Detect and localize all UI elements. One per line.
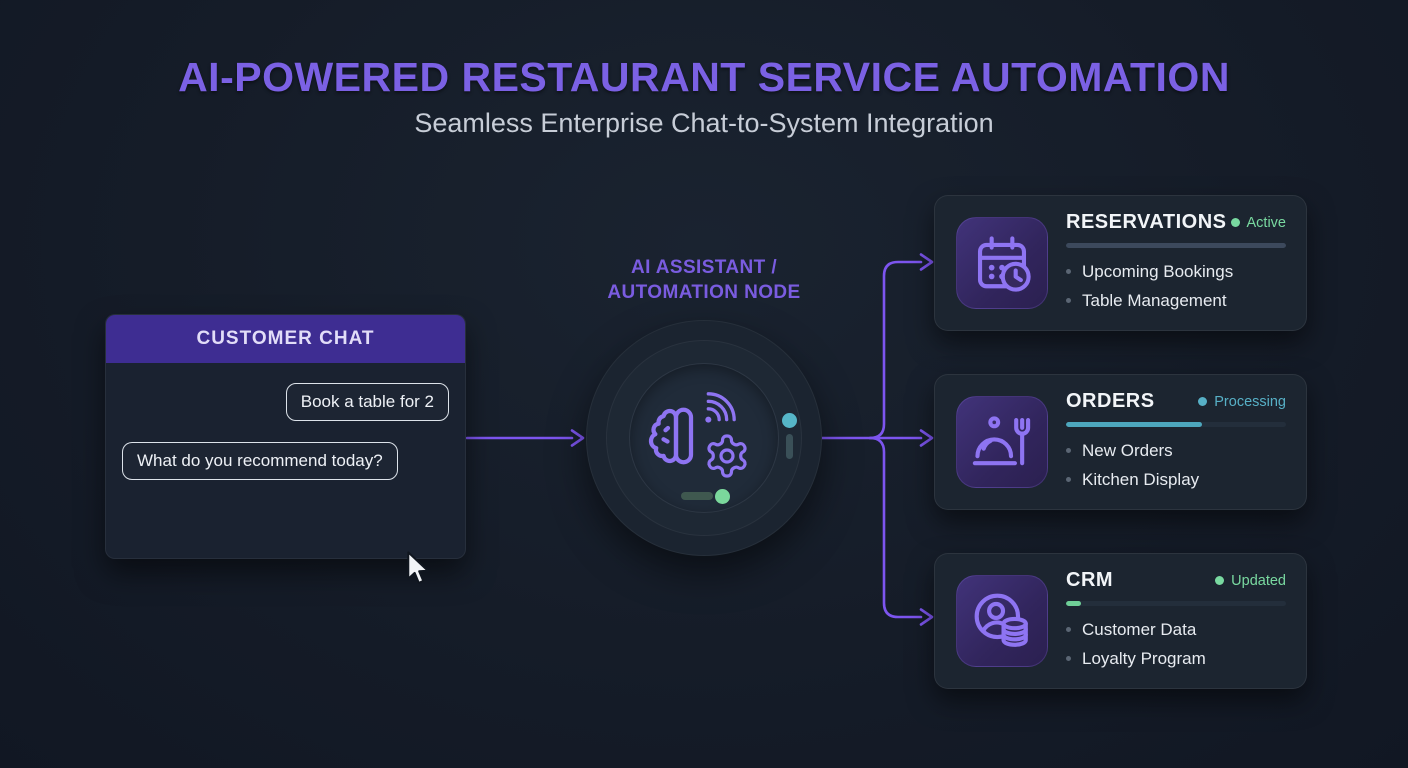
card-title: ORDERS: [1066, 390, 1155, 412]
progress-track: [1066, 601, 1286, 606]
arrow-node-to-crm: [868, 436, 923, 619]
crm-card: CRM Updated Customer Data Loyalty Progra…: [934, 553, 1307, 689]
list-item: Loyalty Program: [1066, 644, 1286, 673]
progress-fill: [1066, 601, 1082, 606]
status-label: Updated: [1231, 572, 1286, 589]
node-indicator-horizontal-dash: [681, 492, 713, 500]
chat-message-outgoing-2: What do you recommend today?: [122, 442, 398, 480]
reservations-card: RESERVATIONS Active Upcoming Bookings Ta…: [934, 195, 1307, 331]
status-label: Processing: [1214, 393, 1286, 410]
progress-fill: [1066, 422, 1203, 427]
gear-icon: [707, 434, 747, 478]
node-indicator-green-dot: [715, 489, 730, 504]
status-badge: Processing: [1198, 394, 1286, 410]
bullet-dot: [1066, 656, 1071, 661]
node-indicator-vertical-dash: [786, 434, 793, 459]
user-database-icon: [974, 593, 1028, 647]
status-dot: [1198, 397, 1208, 406]
list-item: Customer Data: [1066, 615, 1286, 644]
status-label: Active: [1246, 214, 1287, 231]
ai-node-icons: [648, 388, 758, 488]
status-dot: [1215, 576, 1225, 585]
customer-chat-panel: CUSTOMER CHAT Book a table for 2 What do…: [105, 314, 466, 584]
node-label: AI ASSISTANT / AUTOMATION NODE: [607, 257, 801, 303]
brain-icon: [648, 407, 694, 465]
ai-node-core: [629, 363, 779, 513]
progress-fill: [1066, 243, 1286, 248]
list-item: Kitchen Display: [1066, 465, 1286, 494]
card-title: RESERVATIONS: [1066, 211, 1227, 233]
list-item: Table Management: [1066, 286, 1286, 315]
bullet-dot: [1066, 298, 1071, 303]
progress-track: [1066, 422, 1286, 427]
card-title: CRM: [1066, 569, 1114, 591]
orders-icon-tile: [956, 396, 1048, 488]
cloche-fork-icon: [972, 416, 1031, 466]
node-indicator-teal-dot: [782, 413, 797, 428]
bullet-dot: [1066, 448, 1071, 453]
chat-message-outgoing: Book a table for 2: [285, 383, 449, 421]
cursor-icon: [407, 551, 429, 584]
status-dot: [1230, 218, 1240, 227]
bullet-dot: [1066, 269, 1071, 274]
ai-node-ring: [606, 340, 802, 536]
calendar-clock-icon: [977, 236, 1031, 292]
status-badge: Updated: [1215, 573, 1286, 589]
list-item: Upcoming Bookings: [1066, 257, 1286, 286]
progress-track: [1066, 243, 1286, 248]
page-title: AI-POWERED RESTAURANT SERVICE AUTOMATION: [178, 54, 1230, 100]
bullet-dot: [1066, 627, 1071, 632]
signal-icon: [705, 392, 736, 423]
page-subtitle: Seamless Enterprise Chat-to-System Integ…: [414, 108, 994, 138]
orders-card: ORDERS Processing New Orders Kitchen Dis…: [934, 374, 1307, 510]
bullet-dot: [1066, 477, 1071, 482]
status-badge: Active: [1230, 214, 1287, 231]
ai-node: [586, 320, 822, 556]
crm-icon-tile: [956, 575, 1048, 667]
chat-panel-title: CUSTOMER CHAT: [106, 315, 465, 363]
list-item: New Orders: [1066, 436, 1286, 465]
chat-body: Book a table for 2 What do you recommend…: [106, 363, 465, 584]
reservations-icon-tile: [956, 217, 1048, 309]
arrow-node-to-reservations: [868, 260, 923, 440]
